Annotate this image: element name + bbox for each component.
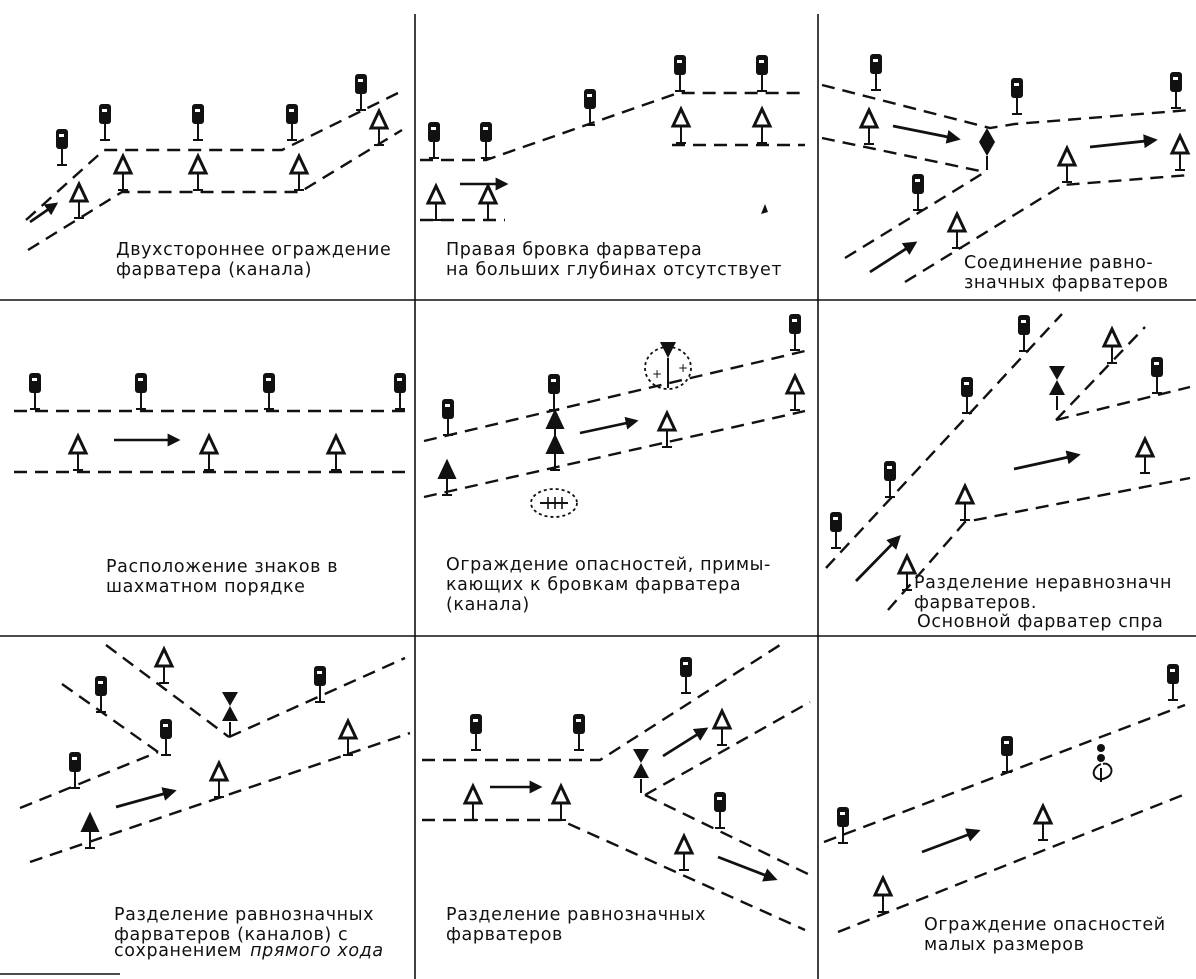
caption-italic: прямого хода xyxy=(250,941,384,961)
caption-line-2: фарватеров (каналов) с xyxy=(114,925,348,945)
caption-line-2: фарватера (канала) xyxy=(116,260,312,280)
caption-line-1: Правая бровка фарватера xyxy=(446,240,702,260)
caption-line-1: Ограждение опасностей, примы- xyxy=(446,555,771,575)
caption-line-1: Соединение равно- xyxy=(964,253,1153,273)
caption-line-2: фарватеров xyxy=(446,925,563,945)
caption-line-2: малых размеров xyxy=(924,935,1084,955)
panel-right-edge-absent: Правая бровка фарватера на больших глуби… xyxy=(420,54,805,280)
panel-adjacent-dangers: + + Ограждение опасностей, примы- кающих… xyxy=(423,313,806,615)
svg-text:+: + xyxy=(652,367,662,381)
caption-line-3: (канала) xyxy=(446,595,530,615)
speck-mark xyxy=(761,204,768,214)
caption-line-2: кающих к бровкам фарватера xyxy=(446,575,741,595)
caption-line-1: Разделение равнозначных xyxy=(446,905,706,925)
panel-equal-split-straight: Разделение равнозначных фарватеров (кана… xyxy=(19,644,411,961)
caption-line-1: Ограждение опасностей xyxy=(924,915,1166,935)
panel-staggered-signs: Расположение знаков в шахматном порядке xyxy=(14,372,410,597)
panel-equal-fairways-join: Соединение равно- значных фарватеров xyxy=(821,53,1191,293)
caption-line-2: фарватеров. xyxy=(914,593,1037,613)
caption-line-2: шахматном порядке xyxy=(106,577,306,597)
caption-line-1: Разделение равнозначных xyxy=(114,905,374,925)
svg-text:+: + xyxy=(678,361,688,375)
panel-unequal-split: Разделение неравнозначн фарватеров. Осно… xyxy=(825,313,1191,632)
caption-plain: сохранением xyxy=(114,941,242,961)
caption-line-2: значных фарватеров xyxy=(964,273,1169,293)
caption-line-2: на больших глубинах отсутствует xyxy=(446,260,782,280)
caption-line-3: Основной фарватер спра xyxy=(917,612,1164,632)
panel-small-dangers: Ограждение опасностей малых размеров xyxy=(823,663,1189,955)
panel-two-sided-channel: Двухстороннее ограждение фарватера (кана… xyxy=(25,73,403,280)
caption-line-3: сохранением прямого хода xyxy=(114,941,384,961)
panel-equal-split: Разделение равнозначных фарватеров xyxy=(422,643,811,945)
caption-line-1: Разделение неравнозначн xyxy=(914,573,1172,593)
caption-line-1: Расположение знаков в xyxy=(106,557,338,577)
caption-line-1: Двухстороннее ограждение xyxy=(116,240,391,260)
panel-grid xyxy=(0,14,1196,979)
